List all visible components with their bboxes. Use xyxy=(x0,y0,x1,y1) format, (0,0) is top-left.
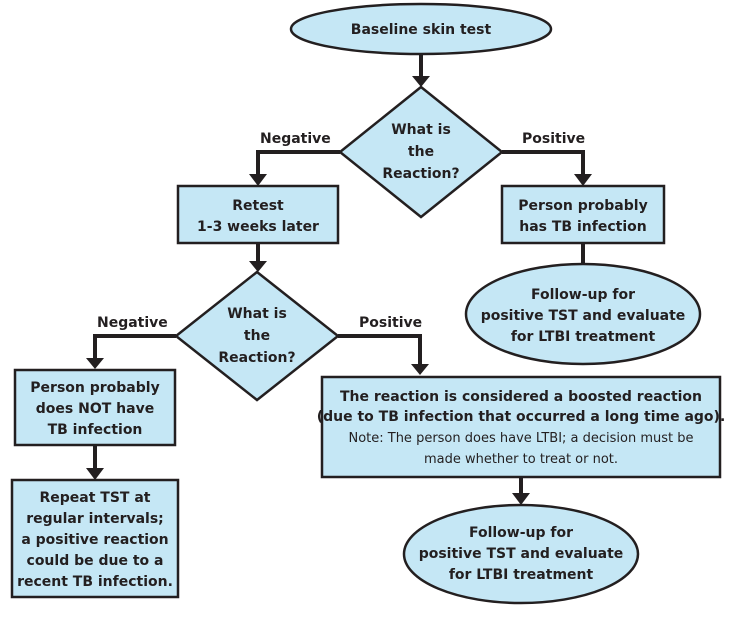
node-text: for LTBI treatment xyxy=(449,567,594,583)
edge-reaction2-negative xyxy=(93,334,176,358)
edge-label-r2-negative: Negative xyxy=(97,315,168,331)
arrowhead xyxy=(574,174,592,186)
node-followup1: Follow-up for positive TST and evaluate … xyxy=(464,262,702,366)
node-text: recent TB infection. xyxy=(17,574,173,590)
node-text: positive TST and evaluate xyxy=(481,308,686,324)
node-text: positive TST and evaluate xyxy=(419,546,624,562)
node-text: 1-3 weeks later xyxy=(197,219,319,235)
node-text: (due to TB infection that occurred a lon… xyxy=(317,409,726,425)
node-text: Retest xyxy=(232,198,284,214)
node-text: regular intervals; xyxy=(26,511,164,527)
node-text: Person probably xyxy=(30,380,159,396)
edge-reaction2-positive xyxy=(338,334,422,364)
node-text: a positive reaction xyxy=(21,532,168,548)
node-baseline: Baseline skin test xyxy=(289,2,553,56)
node-note-text: made whether to treat or not. xyxy=(424,452,618,467)
node-text: the xyxy=(408,144,434,160)
arrowhead xyxy=(86,468,104,480)
node-text: Follow-up for xyxy=(531,287,635,303)
node-text: What is xyxy=(391,122,451,138)
node-text: has TB infection xyxy=(519,219,646,235)
node-text: for LTBI treatment xyxy=(511,329,656,345)
node-text: The reaction is considered a boosted rea… xyxy=(340,389,702,405)
node-text: the xyxy=(244,328,270,344)
node-text: What is xyxy=(227,306,287,322)
node-text: could be due to a xyxy=(27,553,164,569)
edge-reaction1-negative xyxy=(256,150,340,174)
edge-label-r1-negative: Negative xyxy=(260,131,331,147)
node-reaction1: What is the Reaction? xyxy=(338,85,504,219)
node-text: Follow-up for xyxy=(469,525,573,541)
node-text: Baseline skin test xyxy=(351,22,492,38)
node-tb-infection: Person probably has TB infection xyxy=(500,184,666,245)
node-text: Reaction? xyxy=(218,350,295,366)
arrowhead xyxy=(249,174,267,186)
edge-label-r2-positive: Positive xyxy=(359,315,422,331)
node-boosted: The reaction is considered a boosted rea… xyxy=(317,375,726,479)
arrowhead xyxy=(411,364,429,375)
edge-reaction1-positive xyxy=(502,150,585,174)
node-reaction2: What is the Reaction? xyxy=(173,270,341,402)
node-text: Reaction? xyxy=(382,166,459,182)
arrowhead xyxy=(86,358,104,369)
arrowhead xyxy=(412,76,430,87)
node-followup2: Follow-up for positive TST and evaluate … xyxy=(402,503,640,605)
node-repeat: Repeat TST at regular intervals; a posit… xyxy=(10,478,180,599)
edges xyxy=(86,54,592,505)
node-retest: Retest 1-3 weeks later xyxy=(176,184,340,245)
edge-label-r1-positive: Positive xyxy=(522,131,585,147)
node-text: Person probably xyxy=(518,198,647,214)
node-no-tb: Person probably does NOT have TB infecti… xyxy=(13,368,177,447)
arrowhead xyxy=(249,261,267,272)
node-text: does NOT have xyxy=(36,401,154,417)
node-text: TB infection xyxy=(48,422,143,438)
arrowhead xyxy=(512,493,530,505)
node-text: Repeat TST at xyxy=(39,490,150,506)
node-note-text: Note: The person does have LTBI; a decis… xyxy=(348,431,693,446)
